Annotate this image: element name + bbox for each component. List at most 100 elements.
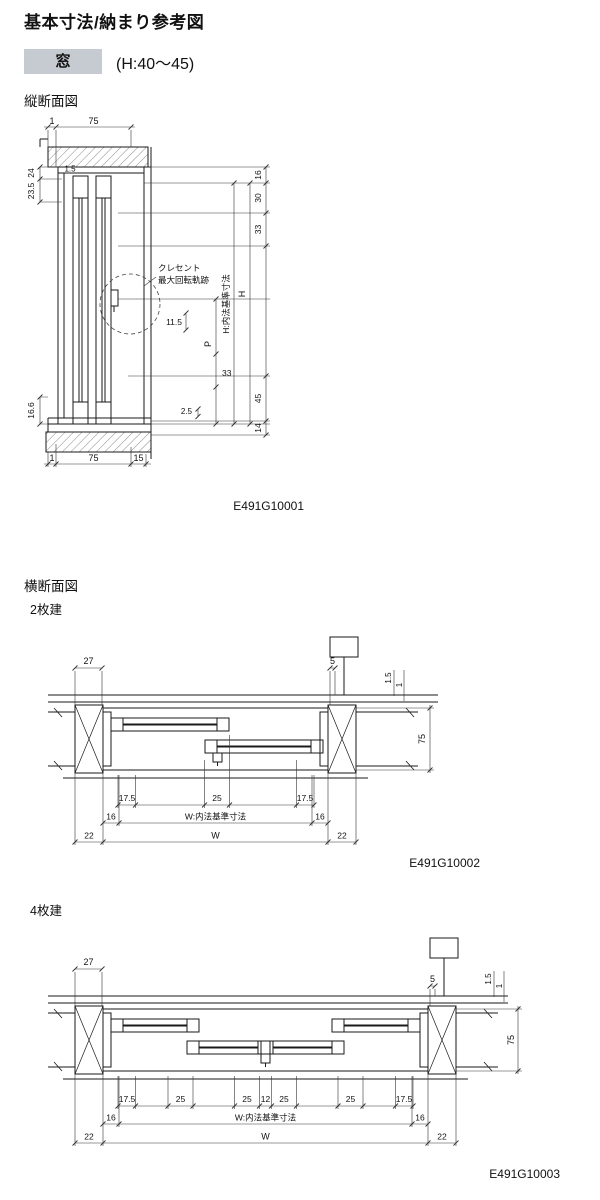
dim-gap-1-5: 1.5 [484, 973, 493, 985]
dim-center-12: 12 [261, 1094, 271, 1104]
dim-frame-right-16: 16 [415, 1113, 425, 1123]
sill-wall [45, 431, 152, 453]
outer-sash [72, 175, 89, 425]
dim-left-24: 24 [26, 168, 36, 178]
dim-right-2-5: 2.5 [181, 407, 193, 416]
dim-top-27: 27 [83, 957, 93, 967]
dim-lines [39, 126, 267, 465]
left-wall-lines [48, 711, 75, 767]
dim-h: H [237, 291, 247, 298]
dim-w-inner-label: W:内法基準寸法 [185, 812, 246, 822]
subheader: 窓 (H:40〜45) [24, 49, 600, 74]
structure [48, 937, 508, 1080]
drawing-code-two-panel: E491G10002 [409, 856, 480, 870]
right-jamb-frame [319, 711, 329, 767]
dim-gap-1: 1 [495, 983, 504, 988]
dim-glass-right: 17.5 [297, 793, 314, 803]
frame-lines [63, 1008, 468, 1080]
four-panel-title: 4枚建 [30, 904, 62, 918]
dim-wall-left-22: 22 [84, 1132, 94, 1142]
dim-top-27: 27 [83, 656, 93, 666]
inner-sash [204, 739, 324, 754]
inner-sash [95, 175, 112, 425]
dim-right-14: 14 [253, 423, 263, 433]
wall-break-marks [53, 707, 415, 771]
dim-right-11-5: 11.5 [166, 317, 182, 327]
dim-ticks [37, 124, 269, 467]
left-jamb-x [74, 704, 104, 774]
wall-step [329, 636, 359, 658]
dim-lines [75, 667, 431, 843]
horizontal-section-title: 横断面図 [24, 579, 78, 594]
height-range-label: (H:40〜45) [116, 55, 195, 73]
right-jamb-x [327, 704, 357, 774]
inner-sash-left [186, 1040, 271, 1055]
crescent-lock [260, 1053, 271, 1064]
four-panel-drawing: 27 5 1.5 1 75 17.5 25 25 12 25 25 17.5 1… [48, 937, 522, 1146]
dim-ticks [72, 966, 521, 1146]
drawing-code-four-panel: E491G10003 [489, 1167, 560, 1181]
dim-depth-75: 75 [506, 1035, 516, 1045]
outer-sash-left [110, 1018, 200, 1033]
right-wall-lines [456, 1012, 498, 1068]
dim-wall-right-22: 22 [337, 831, 347, 841]
dim-glass-right: 17.5 [396, 1094, 413, 1104]
dim-frame-right-16: 16 [315, 812, 325, 822]
dim-wall-right-22: 22 [437, 1132, 447, 1142]
dimension-labels: 1 75 24 23.5 1.5 16 30 33 11.5 P 33 2.5 … [26, 116, 263, 463]
right-wall-lines [356, 711, 418, 767]
dim-bottom-15: 15 [133, 453, 143, 463]
two-panel-title: 2枚建 [30, 603, 62, 617]
dim-top-1: 1 [49, 116, 54, 126]
extension-lines [74, 972, 522, 1146]
crescent-note-line2: 最大回転軌跡 [158, 275, 210, 285]
dim-top-75: 75 [88, 116, 98, 126]
crescent-lock [212, 752, 223, 763]
vertical-section-title: 縦断面図 [24, 94, 78, 109]
outer-sash [110, 717, 230, 732]
right-jamb-frame [419, 1012, 429, 1068]
left-jamb-frame [102, 711, 112, 767]
dim-gap-1-5: 1.5 [384, 672, 393, 684]
dim-interlock-left-25: 25 [176, 1094, 186, 1104]
dim-left-23-5: 23.5 [26, 182, 36, 199]
outer-sash-right [331, 1018, 421, 1033]
crescent-leader-line [143, 276, 157, 287]
dim-w-inner-label: W:内法基準寸法 [235, 1113, 296, 1123]
dim-center-right-25: 25 [279, 1094, 289, 1104]
dim-glass-left: 17.5 [119, 1094, 136, 1104]
dim-h-inner-label: H:内法基準寸法 [221, 274, 231, 334]
crescent-lock [110, 289, 119, 307]
dimension-labels: 27 5 1.5 1 75 17.5 25 17.5 16 W:内法基準寸法 1… [83, 656, 427, 841]
dim-center-left-25: 25 [242, 1094, 252, 1104]
dim-right-16: 16 [253, 170, 263, 180]
vertical-section-drawing: 1 75 24 23.5 1.5 16 30 33 11.5 P 33 2.5 … [26, 116, 270, 467]
wall-hatch [45, 146, 152, 453]
extension-lines [40, 130, 270, 467]
dim-w: W [211, 831, 220, 841]
dim-lines [75, 968, 519, 1144]
dim-depth-75: 75 [417, 734, 427, 744]
exterior-wall-lines [48, 995, 508, 1004]
dimension-lines [72, 966, 522, 1146]
dim-ticks [72, 665, 433, 845]
two-panel-drawing: 27 5 1.5 1 75 17.5 25 17.5 16 W:内法基準寸法 1… [48, 636, 438, 845]
frame-lines [63, 707, 368, 779]
dim-left-16-6: 16.6 [26, 402, 36, 419]
drawing-code-vertical: E491G10001 [233, 499, 304, 513]
dim-meeting-25: 25 [212, 793, 222, 803]
left-jamb-x [74, 1005, 104, 1075]
wall-break-marks [53, 1008, 493, 1072]
left-jamb-frame [102, 1012, 112, 1068]
dim-right-33a: 33 [253, 225, 263, 235]
dim-inner-1-5: 1.5 [64, 165, 76, 174]
wall-step [429, 937, 459, 959]
extension-lines [74, 671, 434, 845]
dimension-labels: 27 5 1.5 1 75 17.5 25 25 12 25 25 17.5 1… [83, 957, 516, 1142]
exterior-wall-lines [48, 694, 438, 703]
dim-top-5: 5 [430, 974, 435, 984]
dim-right-30: 30 [253, 193, 263, 203]
vertical-section: 縦断面図 [24, 90, 600, 513]
dim-interlock-right-25: 25 [346, 1094, 356, 1104]
